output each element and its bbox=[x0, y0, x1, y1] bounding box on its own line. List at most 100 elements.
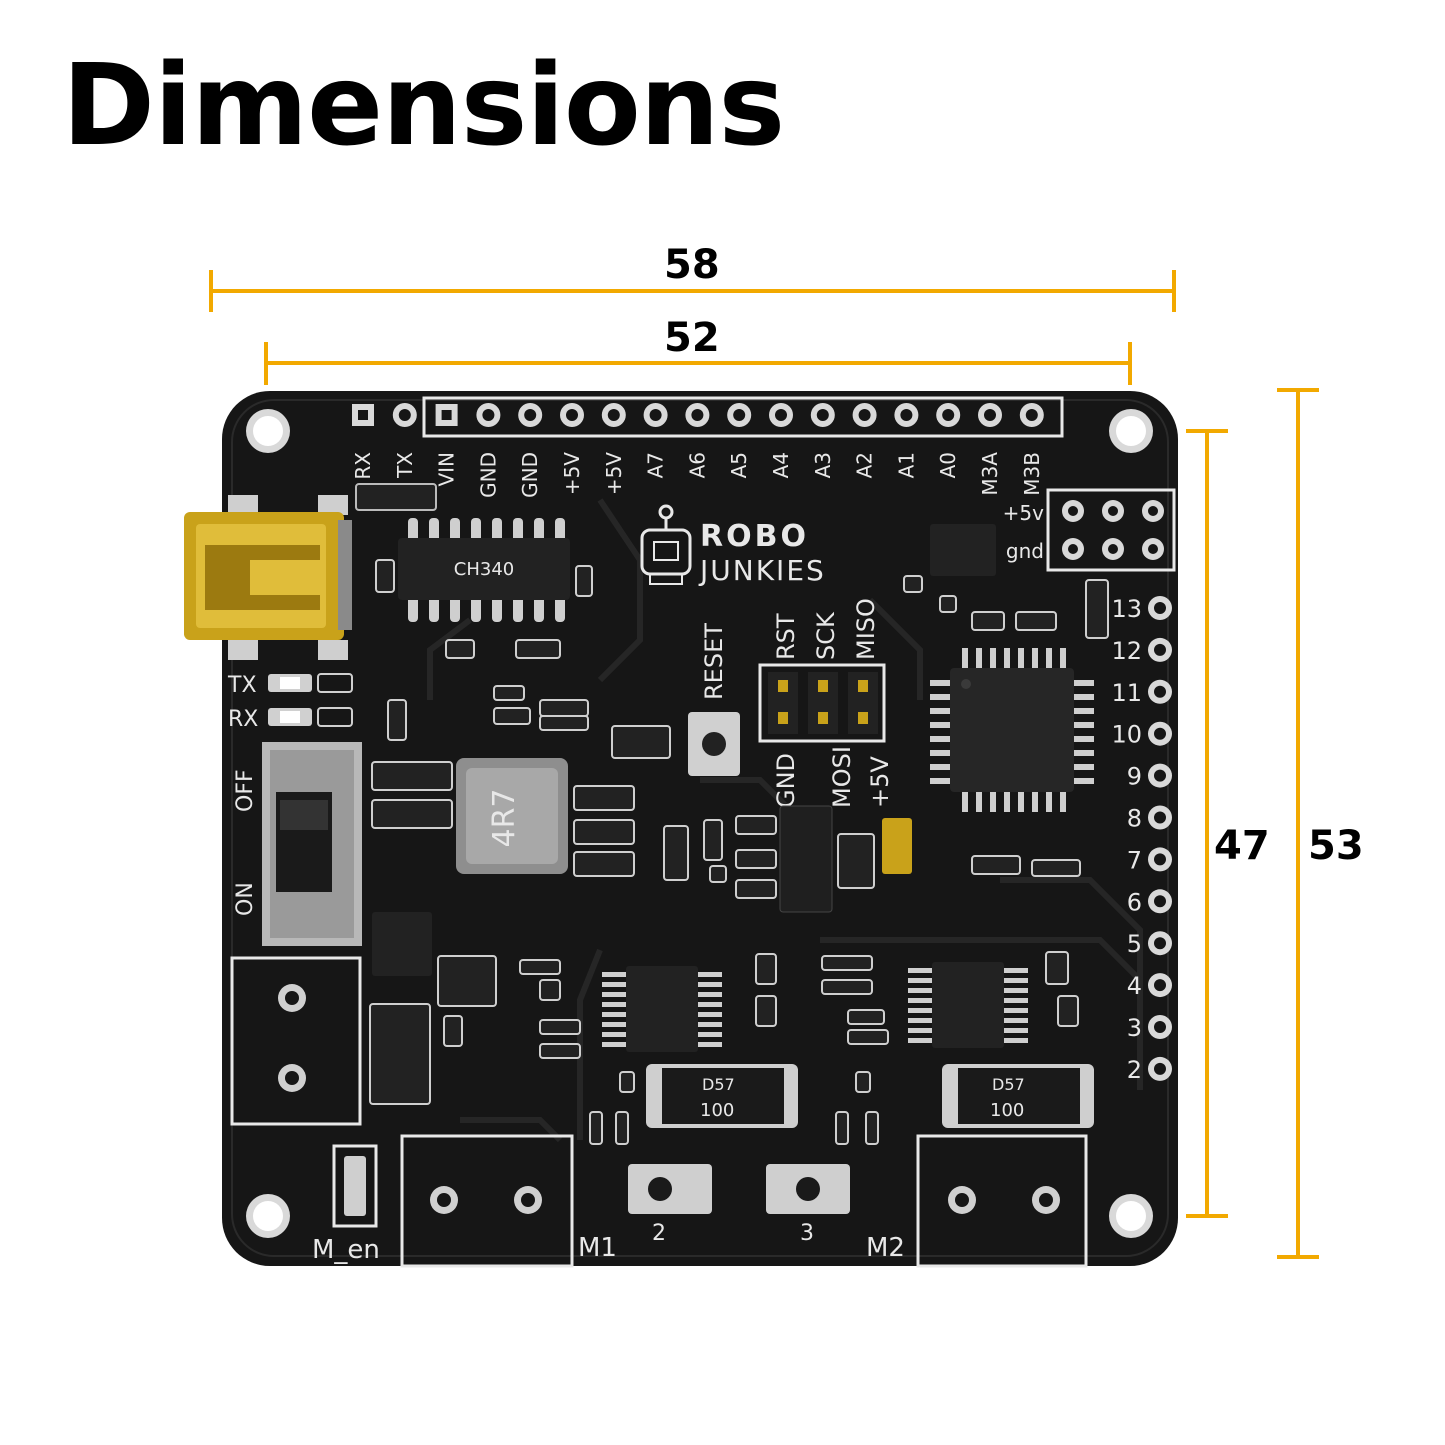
header-top-label: A6 bbox=[685, 452, 709, 478]
header-right-label: 7 bbox=[1127, 846, 1142, 874]
smd-component bbox=[539, 1043, 581, 1059]
isp-label-5v: +5V bbox=[866, 756, 894, 808]
smd-component bbox=[437, 955, 497, 1007]
power-ic bbox=[372, 912, 432, 976]
smd-component bbox=[971, 611, 1005, 631]
cap1-code: D57 bbox=[702, 1075, 735, 1094]
microcontroller bbox=[930, 648, 1094, 812]
usb-serial-chip bbox=[398, 518, 570, 622]
smd-component bbox=[865, 1111, 879, 1145]
smd-component bbox=[371, 799, 453, 829]
header-right-label: 6 bbox=[1127, 888, 1142, 916]
smd-component bbox=[1031, 859, 1081, 877]
push-button-2 bbox=[628, 1164, 712, 1214]
header-right-label: 3 bbox=[1127, 1014, 1142, 1042]
power-label-5v: +5v bbox=[1003, 501, 1044, 525]
header-top-label: +5V bbox=[602, 452, 626, 495]
smd-component bbox=[1057, 995, 1079, 1027]
dimension-lines bbox=[209, 270, 1319, 1259]
tantalum-capacitor bbox=[882, 818, 912, 874]
logo-line1: ROBO bbox=[700, 519, 809, 554]
header-right-label: 13 bbox=[1111, 595, 1142, 623]
smd-component bbox=[837, 833, 875, 889]
smd-component bbox=[821, 955, 873, 971]
top-header-pins bbox=[352, 403, 1044, 427]
diode-sl bbox=[355, 483, 437, 511]
top-header-outline bbox=[422, 396, 1064, 438]
isp-label-gnd: GND bbox=[772, 753, 800, 808]
small-ic-top bbox=[930, 524, 996, 576]
header-right-label: 4 bbox=[1127, 972, 1142, 1000]
header-top-label: A1 bbox=[894, 452, 918, 478]
label-m2: M2 bbox=[866, 1233, 905, 1263]
dimension-label-height-inner: 47 bbox=[1214, 823, 1270, 869]
smd-component bbox=[855, 1071, 871, 1093]
label-m1: M1 bbox=[578, 1233, 617, 1263]
isp-label-sck: SCK bbox=[812, 611, 840, 660]
mounting-holes bbox=[246, 409, 1153, 1238]
header-right-label: 12 bbox=[1111, 637, 1142, 665]
reset-button bbox=[688, 712, 740, 776]
motor-driver-1 bbox=[602, 966, 722, 1052]
terminal-block-m2 bbox=[916, 1134, 1088, 1268]
header-right-label: 9 bbox=[1127, 763, 1142, 791]
usb-connector bbox=[184, 495, 352, 660]
smd-component bbox=[589, 1111, 603, 1145]
smd-component bbox=[371, 761, 453, 791]
header-top-label: A4 bbox=[769, 452, 793, 478]
smd-component bbox=[1085, 579, 1109, 639]
smd-component bbox=[493, 685, 525, 701]
smd-component bbox=[445, 639, 475, 659]
smd-component bbox=[709, 865, 727, 883]
smd-component bbox=[735, 849, 777, 869]
isp-label-mosi: MOSI bbox=[828, 746, 856, 808]
power-label-gnd: gnd bbox=[1006, 539, 1044, 563]
dimension-label-height-outer: 53 bbox=[1308, 823, 1364, 869]
smd-component bbox=[575, 565, 593, 597]
smd-component bbox=[735, 879, 777, 899]
smd-component bbox=[735, 815, 777, 835]
smd-component bbox=[835, 1111, 849, 1145]
smd-component bbox=[573, 785, 635, 811]
pcb-traces bbox=[427, 498, 1143, 1143]
label-m-en: M_en bbox=[312, 1235, 380, 1265]
smd-component bbox=[493, 707, 531, 725]
cap2-code: D57 bbox=[992, 1075, 1025, 1094]
switch-label-off: OFF bbox=[233, 769, 258, 812]
smd-component bbox=[755, 953, 777, 985]
smd-component bbox=[755, 995, 777, 1027]
power-header-pins bbox=[1062, 500, 1164, 560]
page-title: Dimensions bbox=[62, 41, 785, 171]
smd-component bbox=[821, 979, 873, 995]
smd-component bbox=[573, 851, 635, 877]
isp-label-miso: MISO bbox=[852, 598, 880, 660]
usb-ic-label: CH340 bbox=[454, 559, 514, 580]
label-button-3: 3 bbox=[800, 1221, 814, 1246]
terminal-block-power bbox=[230, 956, 362, 1126]
header-right-label: 10 bbox=[1111, 721, 1142, 749]
dimension-label-width-inner: 52 bbox=[664, 315, 720, 361]
logo-line2: JUNKIES bbox=[698, 554, 826, 587]
smd-component bbox=[847, 1009, 885, 1025]
header-right-label: 2 bbox=[1127, 1056, 1142, 1084]
robo-junkies-logo bbox=[640, 504, 692, 585]
smd-component bbox=[939, 595, 957, 613]
header-top-label: A3 bbox=[811, 452, 835, 478]
isp-header-outline bbox=[758, 663, 886, 743]
header-top-label: RX bbox=[351, 452, 375, 480]
led-label-tx: TX bbox=[227, 673, 257, 698]
smd-component bbox=[619, 1071, 635, 1093]
smd-component bbox=[375, 559, 395, 593]
smd-component bbox=[539, 1019, 581, 1035]
isp-header-pins bbox=[768, 672, 878, 734]
cap1-label: 100 bbox=[700, 1100, 734, 1121]
right-header-pins bbox=[1148, 596, 1172, 1081]
smd-component bbox=[519, 959, 561, 975]
motor-capacitor-2 bbox=[942, 1064, 1094, 1128]
isp-label-rst: RST bbox=[772, 613, 800, 660]
inductor bbox=[456, 758, 568, 874]
smd-component bbox=[539, 715, 589, 731]
header-right-label: 11 bbox=[1111, 679, 1142, 707]
